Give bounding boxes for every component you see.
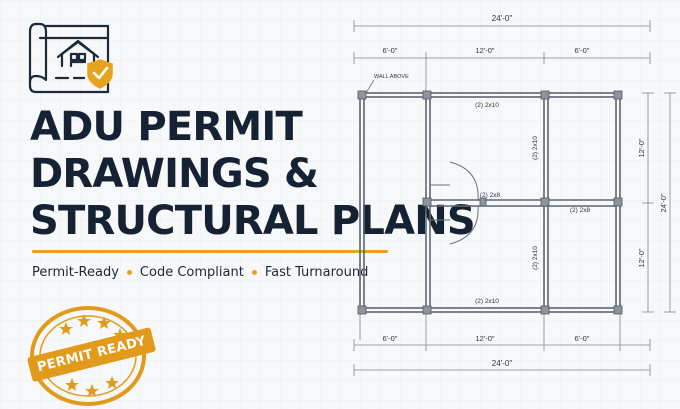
dim-top-right: 6'-0"	[575, 46, 590, 55]
dim-bottom-right: 6'-0"	[575, 334, 590, 343]
headline-line-2: DRAWINGS &	[30, 151, 319, 197]
dim-top-mid: 12'-0"	[475, 46, 494, 55]
dim-top-left: 6'-0"	[383, 46, 398, 55]
dim-right-bottom: 12'-0"	[637, 248, 646, 267]
note-wall-above: WALL ABOVE	[374, 74, 409, 80]
tagline-fast-turnaround: Fast Turnaround	[264, 265, 369, 280]
headline: ADU PERMIT DRAWINGS & STRUCTURAL PLANS	[30, 104, 476, 245]
note-post-upper: (2) 2x10	[532, 136, 539, 160]
headline-line-1: ADU PERMIT	[30, 104, 303, 150]
dim-right-top: 12'-0"	[637, 138, 646, 157]
permit-ready-stamp: PERMIT READY	[22, 300, 162, 408]
note-beam-top: (2) 2x10	[475, 102, 499, 109]
house-blueprint-shield-icon	[28, 22, 113, 94]
note-post-lower: (2) 2x10	[532, 246, 539, 270]
tagline-row: Permit-Ready Code Compliant Fast Turnaro…	[32, 265, 368, 280]
tagline-code-compliant: Code Compliant	[139, 265, 244, 280]
dim-right-total: 24'-0"	[659, 193, 668, 212]
dim-top-total: 24'-0"	[492, 14, 513, 23]
bullet-dot	[251, 270, 257, 275]
dim-bottom-left: 6'-0"	[383, 334, 398, 343]
dim-bottom-mid: 12'-0"	[475, 334, 494, 343]
note-beam-mid-left: (2) 2x8	[480, 192, 501, 199]
tagline-permit-ready: Permit-Ready	[32, 265, 119, 280]
bullet-dot	[126, 270, 132, 275]
note-beam-bottom: (2) 2x10	[475, 298, 499, 305]
headline-line-3: STRUCTURAL PLANS	[30, 198, 476, 244]
accent-divider	[32, 250, 388, 253]
dim-bottom-total: 24'-0"	[492, 359, 513, 368]
note-beam-mid-right: (2) 2x8	[570, 207, 591, 214]
floor-plan-drawing: 24'-0" 6'-0" 12'-0" 6'-0" WALL ABOVE (2)…	[353, 14, 676, 376]
